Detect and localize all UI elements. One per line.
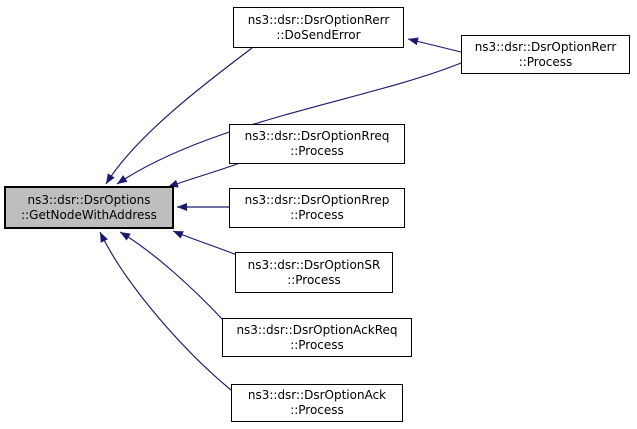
- node-srprocess[interactable]: ns3::dsr::DsrOptionSR ::Process: [235, 252, 393, 293]
- edge-rreqprocess-to-getnodewithaddress: [167, 162, 241, 188]
- edge-rerrprocess-to-dosenderror: [407, 37, 462, 53]
- node-label-line1: ns3::dsr::DsrOptions: [27, 192, 151, 207]
- node-label-line1: ns3::dsr::DsrOptionRerr: [247, 12, 390, 27]
- node-rerrprocess[interactable]: ns3::dsr::DsrOptionRerr ::Process: [461, 35, 630, 74]
- node-label-line1: ns3::dsr::DsrOptionRrep: [244, 193, 390, 207]
- node-label-line1: ns3::dsr::DsrOptionRreq: [244, 129, 390, 143]
- node-label-line2: ::Process: [290, 144, 344, 158]
- node-label-line2: ::DoSendError: [276, 27, 361, 42]
- node-label-line2: ::Process: [287, 272, 341, 287]
- node-ackreqprocess[interactable]: ns3::dsr::DsrOptionAckReq ::Process: [222, 318, 412, 357]
- node-label-line2: ::Process: [290, 403, 344, 417]
- node-label-line1: ns3::dsr::DsrOptionAck: [247, 388, 387, 402]
- node-label-line2: ::GetNodeWithAddress: [21, 207, 157, 222]
- edge-ackreqprocess-to-getnodewithaddress: [119, 231, 223, 320]
- node-label-line2: ::Process: [290, 337, 344, 352]
- node-label-line2: ::Process: [518, 54, 573, 69]
- node-rreqprocess[interactable]: ns3::dsr::DsrOptionRreq ::Process: [229, 124, 405, 164]
- edge-ackprocess-to-getnodewithaddress: [99, 231, 232, 391]
- node-label-line1: ns3::dsr::DsrOptionAckReq: [236, 322, 398, 337]
- node-label-line1: ns3::dsr::DsrOptionSR: [247, 257, 381, 272]
- node-label-line1: ns3::dsr::DsrOptionRerr: [474, 39, 617, 54]
- node-dosenderror[interactable]: ns3::dsr::DsrOptionRerr ::DoSendError: [233, 7, 404, 48]
- edge-srprocess-to-getnodewithaddress: [172, 230, 238, 256]
- node-getnodewithaddress[interactable]: ns3::dsr::DsrOptions ::GetNodeWithAddres…: [4, 186, 174, 229]
- node-rrepprocess[interactable]: ns3::dsr::DsrOptionRrep ::Process: [229, 188, 405, 228]
- node-ackprocess[interactable]: ns3::dsr::DsrOptionAck ::Process: [231, 384, 403, 422]
- node-label-line2: ::Process: [290, 208, 344, 222]
